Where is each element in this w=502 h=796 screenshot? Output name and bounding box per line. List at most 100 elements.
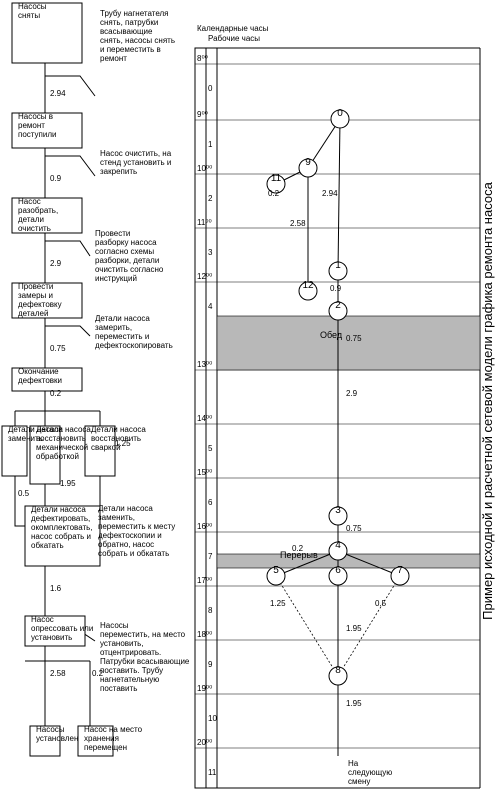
flow-box-b2 <box>11 112 83 149</box>
flow-duration: 0.2 <box>92 669 104 678</box>
calendar-hour-label: 12⁰⁰ <box>197 272 212 281</box>
flow-box-b10 <box>24 615 86 647</box>
calendar-hour-label: 13⁰⁰ <box>197 360 212 369</box>
network-model: 8⁰⁰09⁰⁰110⁰⁰211⁰⁰312⁰⁰413⁰⁰14⁰⁰515⁰⁰616⁰… <box>194 24 481 789</box>
arc-label: 0.75 <box>346 524 362 533</box>
flow-duration: 2.94 <box>50 89 66 98</box>
node-7 <box>390 566 410 586</box>
flow-box-b7 <box>29 425 61 485</box>
note-line-1 <box>45 75 96 97</box>
row-label-calendar: Календарные часы <box>197 24 269 33</box>
flow-duration: 1.6 <box>50 584 62 593</box>
work-hour-label: 7 <box>208 552 213 561</box>
flow-duration: 0.2 <box>50 389 62 398</box>
work-hour-label: 6 <box>208 498 213 507</box>
work-hour-label: 4 <box>208 302 213 311</box>
flow-box-b9 <box>24 505 101 567</box>
note-line-3 <box>45 240 91 257</box>
work-hour-label: 5 <box>208 444 213 453</box>
flow-box-b5 <box>11 367 83 392</box>
node-2 <box>328 301 348 321</box>
node-label: 0 <box>337 108 343 119</box>
node-4 <box>328 541 348 561</box>
flow-box-b12 <box>77 725 114 757</box>
arc-5-8 <box>275 575 339 677</box>
arc-label: 0.75 <box>346 334 362 343</box>
flow-duration: 2.9 <box>50 259 62 268</box>
node-label: 12 <box>302 280 314 291</box>
arc-4-5 <box>275 550 339 577</box>
work-hour-label: 1 <box>208 140 213 149</box>
node-0 <box>330 109 350 129</box>
node-6 <box>328 566 348 586</box>
work-hour-label: 3 <box>208 248 213 257</box>
work-hour-label: 2 <box>208 194 213 203</box>
node-12 <box>298 281 318 301</box>
flow-box-b1 <box>11 2 83 64</box>
arc-label: 1.95 <box>346 624 362 633</box>
flow-box-b3 <box>11 197 83 234</box>
work-hour-label: 9 <box>208 660 213 669</box>
flow-duration: 0.9 <box>50 174 62 183</box>
calendar-hour-label: 19⁰⁰ <box>197 684 212 693</box>
calendar-hour-label: 15⁰⁰ <box>197 468 212 477</box>
flow-duration: 2.58 <box>50 669 66 678</box>
node-label: 6 <box>335 565 341 576</box>
row-label-work: Рабочие часы <box>208 34 260 43</box>
node-label: 5 <box>273 565 279 576</box>
page-title: Пример исходной и расчетной сетевой моде… <box>480 181 495 619</box>
arc-label: 0.9 <box>330 284 342 293</box>
node-label: 2 <box>335 300 341 311</box>
arc-label: 0.5 <box>375 599 387 608</box>
flow-box-b11 <box>29 725 61 757</box>
arc-label: 1.25 <box>270 599 286 608</box>
lunch-label: Обед <box>320 330 343 340</box>
pause-label: Перерыв <box>280 550 318 560</box>
flow-duration: 0.75 <box>50 344 66 353</box>
node-label: 3 <box>335 505 341 516</box>
calendar-hour-label: 16⁰⁰ <box>197 522 212 531</box>
arc-0-9 <box>307 118 341 169</box>
node-label: 1 <box>335 260 341 271</box>
calendar-hour-label: 20⁰⁰ <box>197 738 212 747</box>
node-1 <box>328 261 348 281</box>
node-5 <box>266 566 286 586</box>
flow-duration: 1.95 <box>60 479 76 488</box>
work-hour-label: 11 <box>208 768 217 777</box>
flow-duration: 1.25 <box>115 439 131 448</box>
calendar-hour-label: 18⁰⁰ <box>197 630 212 639</box>
lunch-band <box>216 315 481 371</box>
calendar-hour-label: 11⁰⁰ <box>197 218 212 227</box>
node-label: 8 <box>335 665 341 676</box>
flow-box-b6 <box>84 425 116 477</box>
work-hour-label: 10 <box>208 714 217 723</box>
work-hour-label: 8 <box>208 606 213 615</box>
flow-box-b8 <box>1 425 28 477</box>
arc-4-7 <box>337 550 401 577</box>
node-9 <box>298 158 318 178</box>
arc-label: 2.94 <box>322 189 338 198</box>
node-label: 4 <box>335 540 341 551</box>
arc-label: 1.95 <box>346 699 362 708</box>
node-label: 9 <box>305 157 311 168</box>
node-8 <box>328 666 348 686</box>
work-hour-label: 0 <box>208 84 213 93</box>
